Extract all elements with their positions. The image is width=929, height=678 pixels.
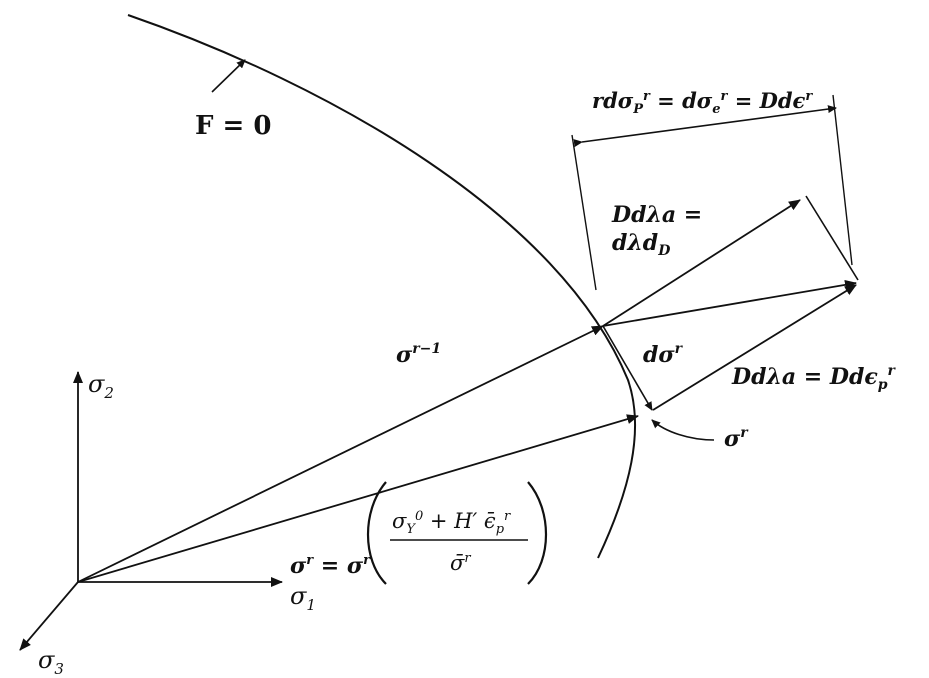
sigma-r-pointer: [651, 419, 715, 441]
scaling-formula-denominator: σ̄r: [450, 551, 471, 575]
increment-label: rdσPr = dσer = Ddϵr: [592, 88, 813, 117]
plastic-corrector-label: Ddλa = Ddϵpr: [731, 363, 897, 393]
vector-d-sigma-r: [602, 325, 653, 411]
vector-elastic-predictor: [602, 199, 801, 327]
vector-trial-increment: [602, 279, 857, 327]
sigma-r-label: σr: [724, 425, 749, 452]
sigma-r-minus-1-label: σr−1: [396, 341, 441, 368]
formula-right-paren: [527, 481, 547, 585]
vector-sigma-r-minus-1: [77, 325, 604, 583]
parallelogram-side: [805, 195, 859, 281]
elastic-predictor-label-line2: dλdD: [612, 230, 671, 259]
bracket-right-tick: [832, 94, 853, 266]
yield-surface-curve: [127, 14, 637, 559]
axis-sigma-3-label: σ3: [38, 646, 64, 678]
axis-sigma-2-label: σ2: [88, 370, 114, 402]
d-sigma-r-label: dσr: [643, 341, 684, 368]
axis-sigma-3: [19, 581, 79, 651]
scaling-formula: σr = σr σY0 + H′ ϵ̄pr σ̄r: [290, 481, 547, 585]
bracket-left-tick: [571, 134, 597, 291]
elastic-predictor-label-line1: Ddλa =: [611, 202, 702, 228]
bracket-dimension-line: [573, 105, 837, 148]
scaling-formula-numerator: σY0 + H′ ϵ̄pr: [392, 509, 511, 537]
yield-surface-pointer: [211, 59, 246, 93]
yield-surface-label: F = 0: [195, 111, 271, 141]
scaling-formula-lhs: σr = σr: [290, 553, 371, 579]
vector-plastic-corrector: [652, 284, 857, 411]
vector-sigma-r-bar: [77, 414, 639, 583]
axis-sigma-1-label: σ1: [290, 582, 316, 614]
formula-left-paren: [367, 481, 387, 585]
